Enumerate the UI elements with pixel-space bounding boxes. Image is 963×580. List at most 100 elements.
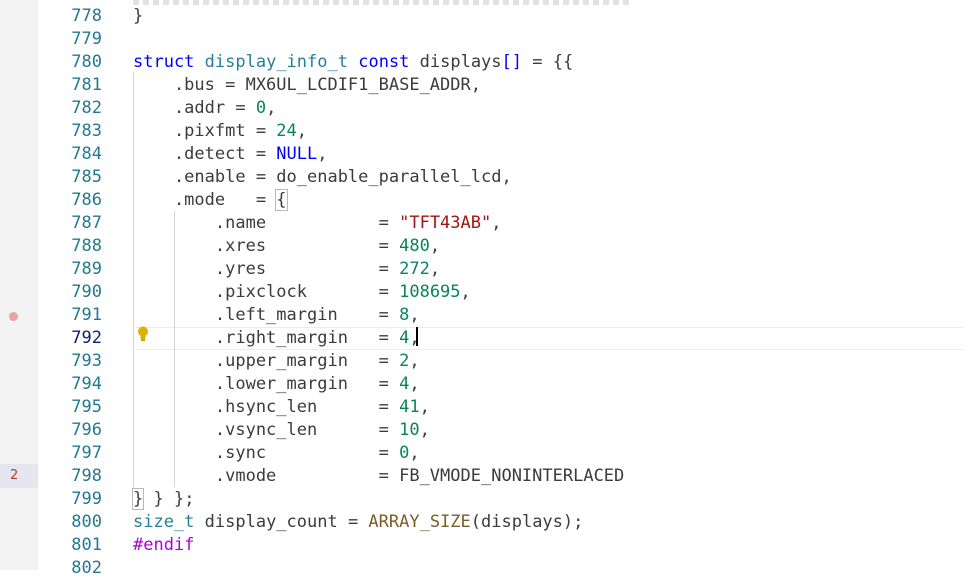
code-token: NULL: [276, 144, 318, 164]
line-number: 794: [71, 374, 102, 394]
line-number: 793: [71, 351, 102, 371]
code-text[interactable]: .mode = {: [133, 189, 288, 212]
line-number: 784: [71, 144, 102, 164]
code-text[interactable]: .lower_margin = 4,: [133, 373, 420, 396]
breakpoint-hint-icon[interactable]: [9, 312, 18, 321]
code-line[interactable]: 790 .pixclock = 108695,: [0, 281, 963, 304]
code-text[interactable]: .vsync_len = 10,: [133, 419, 430, 442]
line-number: 800: [71, 512, 102, 532]
code-token: ,: [409, 351, 420, 371]
code-text[interactable]: .name = "TFT43AB",: [133, 212, 502, 235]
code-text[interactable]: .enable = do_enable_parallel_lcd,: [133, 166, 512, 189]
code-token: .pixclock =: [133, 282, 400, 302]
code-token: }: [133, 6, 144, 26]
code-line[interactable]: 779: [0, 28, 963, 51]
code-token: ,: [409, 305, 420, 325]
code-text[interactable]: .sync = 0,: [133, 442, 420, 465]
code-text[interactable]: .vmode = FB_VMODE_NONINTERLACED: [133, 465, 624, 488]
code-token: {: [275, 189, 288, 211]
code-text[interactable]: .yres = 272,: [133, 258, 440, 281]
problem-count-badge[interactable]: 2: [0, 464, 38, 488]
code-line[interactable]: 795 .hsync_len = 41,: [0, 396, 963, 419]
code-token: ,: [429, 259, 441, 279]
code-token: ARRAY_SIZE: [368, 512, 471, 532]
code-token: size_t: [133, 512, 195, 532]
code-line[interactable]: 798 .vmode = FB_VMODE_NONINTERLACED: [0, 465, 963, 488]
code-token: [348, 52, 358, 72]
code-token: .pixfmt =: [133, 121, 277, 141]
code-line[interactable]: 778}: [0, 5, 963, 28]
code-token: ,: [419, 397, 430, 417]
code-line[interactable]: 792 .right_margin = 4,: [0, 327, 963, 350]
code-line[interactable]: 801#endif: [0, 534, 963, 557]
code-token: (displays);: [470, 512, 584, 532]
code-text[interactable]: .right_margin = 4,: [133, 327, 420, 350]
code-text[interactable]: } } };: [131, 488, 195, 511]
code-editor[interactable]: [38, 0, 963, 570]
code-token: .vmode = FB_VMODE_NONINTERLACED: [133, 466, 625, 486]
code-text[interactable]: .detect = NULL,: [133, 143, 328, 166]
line-number: 797: [71, 443, 102, 463]
code-line[interactable]: 783 .pixfmt = 24,: [0, 120, 963, 143]
code-line[interactable]: 784 .detect = NULL,: [0, 143, 963, 166]
code-line[interactable]: 782 .addr = 0,: [0, 97, 963, 120]
line-number: 785: [71, 167, 102, 187]
code-token: 480: [399, 236, 430, 256]
line-number: 783: [71, 121, 102, 141]
code-token: ,: [419, 420, 430, 440]
code-line[interactable]: 787 .name = "TFT43AB",: [0, 212, 963, 235]
line-number: 796: [71, 420, 102, 440]
code-token: display_info_t: [204, 52, 348, 72]
code-text[interactable]: .hsync_len = 41,: [133, 396, 430, 419]
code-text[interactable]: .left_margin = 8,: [133, 304, 420, 327]
code-text[interactable]: .addr = 0,: [133, 97, 276, 120]
code-token: .vsync_len =: [133, 420, 400, 440]
code-token: #endif: [133, 535, 195, 555]
line-number: 781: [71, 75, 102, 95]
lightbulb-icon[interactable]: [137, 326, 149, 342]
code-token: .yres =: [133, 259, 400, 279]
code-line[interactable]: 788 .xres = 480,: [0, 235, 963, 258]
code-line[interactable]: 781 .bus = MX6UL_LCDIF1_BASE_ADDR,: [0, 74, 963, 97]
code-text[interactable]: .xres = 480,: [133, 235, 440, 258]
code-line[interactable]: 800 size_t display_count = ARRAY_SIZE(dis…: [0, 511, 963, 534]
code-line[interactable]: 802: [0, 557, 963, 580]
code-token: .detect =: [133, 144, 277, 164]
code-token: ,: [429, 236, 441, 256]
code-line[interactable]: 791 .left_margin = 8,: [0, 304, 963, 327]
code-text[interactable]: .pixclock = 108695,: [133, 281, 471, 304]
code-token: } };: [143, 489, 195, 509]
code-text[interactable]: size_t display_count = ARRAY_SIZE(displa…: [133, 511, 583, 534]
text-cursor: [416, 327, 418, 346]
code-line[interactable]: 796 .vsync_len = 10,: [0, 419, 963, 442]
code-line[interactable]: 794 .lower_margin = 4,: [0, 373, 963, 396]
code-token: ,: [317, 144, 328, 164]
code-token: .mode =: [133, 190, 277, 210]
code-token: }: [131, 488, 145, 510]
code-line[interactable]: 789 .yres = 272,: [0, 258, 963, 281]
code-text[interactable]: .pixfmt = 24,: [133, 120, 307, 143]
code-token: .sync =: [133, 443, 400, 463]
code-token: 0: [255, 98, 267, 118]
line-number: 795: [71, 397, 102, 417]
code-text[interactable]: .upper_margin = 2,: [133, 350, 420, 373]
code-line[interactable]: 786 .mode = {: [0, 189, 963, 212]
code-line[interactable]: 785 .enable = do_enable_parallel_lcd,: [0, 166, 963, 189]
code-token: 2: [399, 351, 410, 371]
code-token: 108695: [399, 282, 461, 302]
code-token: display_count =: [194, 512, 369, 532]
code-text[interactable]: }: [133, 5, 143, 28]
code-text[interactable]: struct display_info_t const displays[] =…: [133, 51, 573, 74]
code-token: .bus = MX6UL_LCDIF1_BASE_ADDR,: [133, 75, 481, 95]
code-text[interactable]: .bus = MX6UL_LCDIF1_BASE_ADDR,: [133, 74, 481, 97]
line-number: 798: [71, 466, 102, 486]
code-token: .hsync_len =: [133, 397, 400, 417]
code-token: .right_margin =: [133, 328, 400, 348]
code-line[interactable]: 797 .sync = 0,: [0, 442, 963, 465]
code-token: ,: [266, 98, 277, 118]
code-line[interactable]: 793 .upper_margin = 2,: [0, 350, 963, 373]
code-token: .left_margin =: [133, 305, 400, 325]
code-text[interactable]: #endif: [133, 534, 194, 557]
code-line[interactable]: 799} } };: [0, 488, 963, 511]
